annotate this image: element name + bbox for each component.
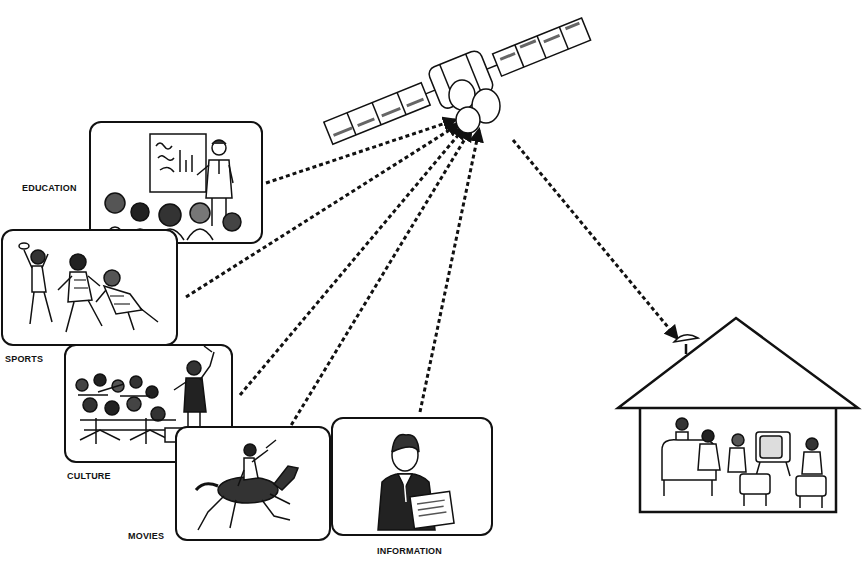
- education-panel: EDUCATION: [90, 122, 262, 243]
- sports-panel: SPORTS: [2, 230, 177, 345]
- movies-panel: MOVIES: [176, 427, 330, 540]
- family-watching-tv: [662, 418, 826, 508]
- education-picture: [90, 122, 262, 243]
- category-label: EDUCATION: [22, 183, 77, 193]
- category-label: SPORTS: [5, 354, 43, 364]
- label-holder: INFORMATION: [377, 540, 442, 558]
- label-holder: CULTURE: [67, 465, 111, 483]
- sports-picture: [2, 230, 177, 345]
- culture-panel: CULTURE: [65, 345, 232, 462]
- movies-picture: [176, 427, 330, 540]
- label-holder: MOVIES: [128, 525, 164, 543]
- label-holder: SPORTS: [5, 348, 43, 366]
- category-label: CULTURE: [67, 471, 111, 481]
- label-holder: EDUCATION: [22, 177, 77, 195]
- category-label: MOVIES: [128, 531, 164, 541]
- house: [618, 318, 858, 512]
- satellite: [320, 9, 594, 154]
- information-picture: [332, 418, 492, 535]
- category-label: INFORMATION: [377, 546, 442, 556]
- information-panel: INFORMATION: [332, 418, 492, 535]
